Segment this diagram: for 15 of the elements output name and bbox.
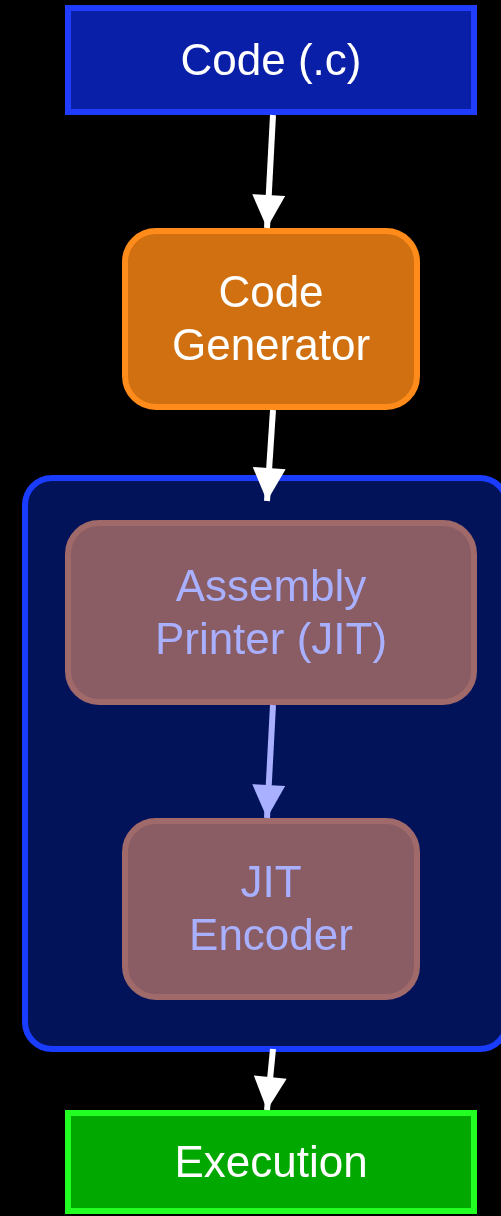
process-box bbox=[122, 228, 420, 410]
box-label: Assembly Printer (JIT) bbox=[153, 559, 389, 665]
code-box bbox=[65, 5, 477, 115]
process-box bbox=[122, 818, 420, 1000]
box-label: Code (.c) bbox=[180, 33, 362, 86]
arrow bbox=[252, 704, 286, 819]
group-container bbox=[22, 475, 501, 1052]
arrow bbox=[252, 409, 286, 502]
box-label: JIT Encoder bbox=[188, 856, 354, 961]
box-label: Code Generator bbox=[170, 266, 372, 371]
execution-box bbox=[65, 1110, 477, 1214]
arrow bbox=[253, 1048, 287, 1111]
process-box bbox=[65, 520, 477, 705]
arrow bbox=[252, 114, 286, 229]
box-label: Execution bbox=[174, 1135, 368, 1188]
